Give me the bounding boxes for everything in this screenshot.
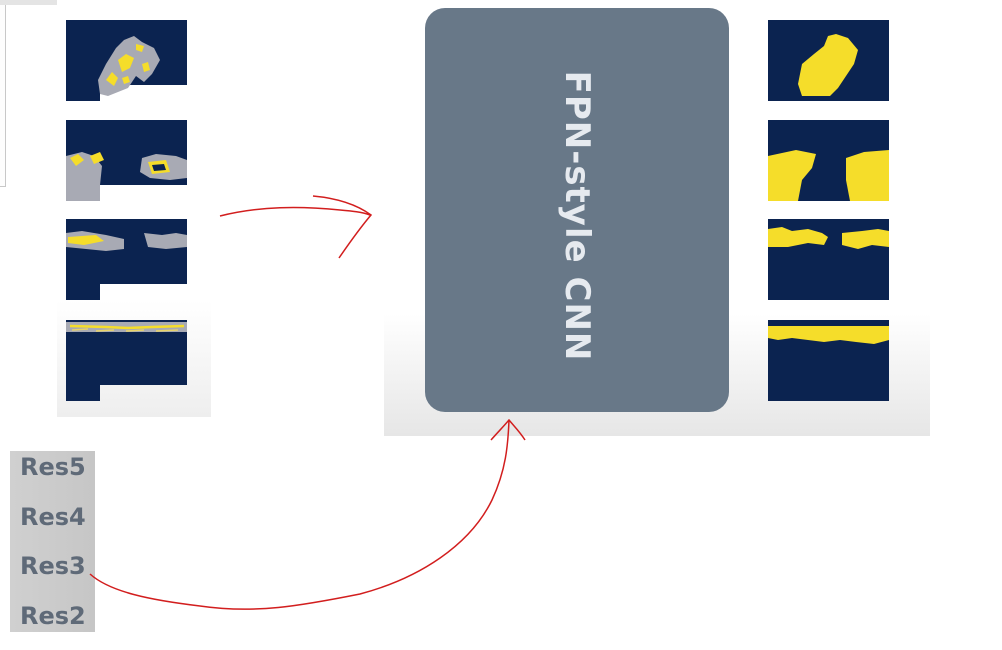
arrow-res3-to-cnn [89, 419, 510, 610]
res4-label: Res4 [20, 503, 86, 531]
input-feature-map-4 [66, 320, 187, 401]
frame-edge [0, 0, 6, 187]
arrowhead-inputs [312, 195, 373, 259]
res3-label: Res3 [20, 552, 86, 580]
input-feature-map-1 [66, 20, 187, 101]
res5-label: Res5 [20, 453, 86, 481]
fpn-cnn-label: FPN-style CNN [557, 70, 597, 362]
resnet-stage-list: Res5 Res4 Res3 Res2 [10, 451, 95, 632]
input-feature-map-2 [66, 120, 187, 201]
frame-corner [0, 0, 87, 5]
fpn-cnn-box: FPN-style CNN [425, 8, 729, 412]
output-mask-1 [768, 20, 889, 101]
arrow-inputs-to-cnn [219, 206, 371, 217]
res2-label: Res2 [20, 602, 86, 630]
output-mask-3 [768, 219, 889, 300]
input-feature-map-3 [66, 219, 187, 300]
output-mask-4 [768, 320, 889, 401]
output-mask-2 [768, 120, 889, 201]
